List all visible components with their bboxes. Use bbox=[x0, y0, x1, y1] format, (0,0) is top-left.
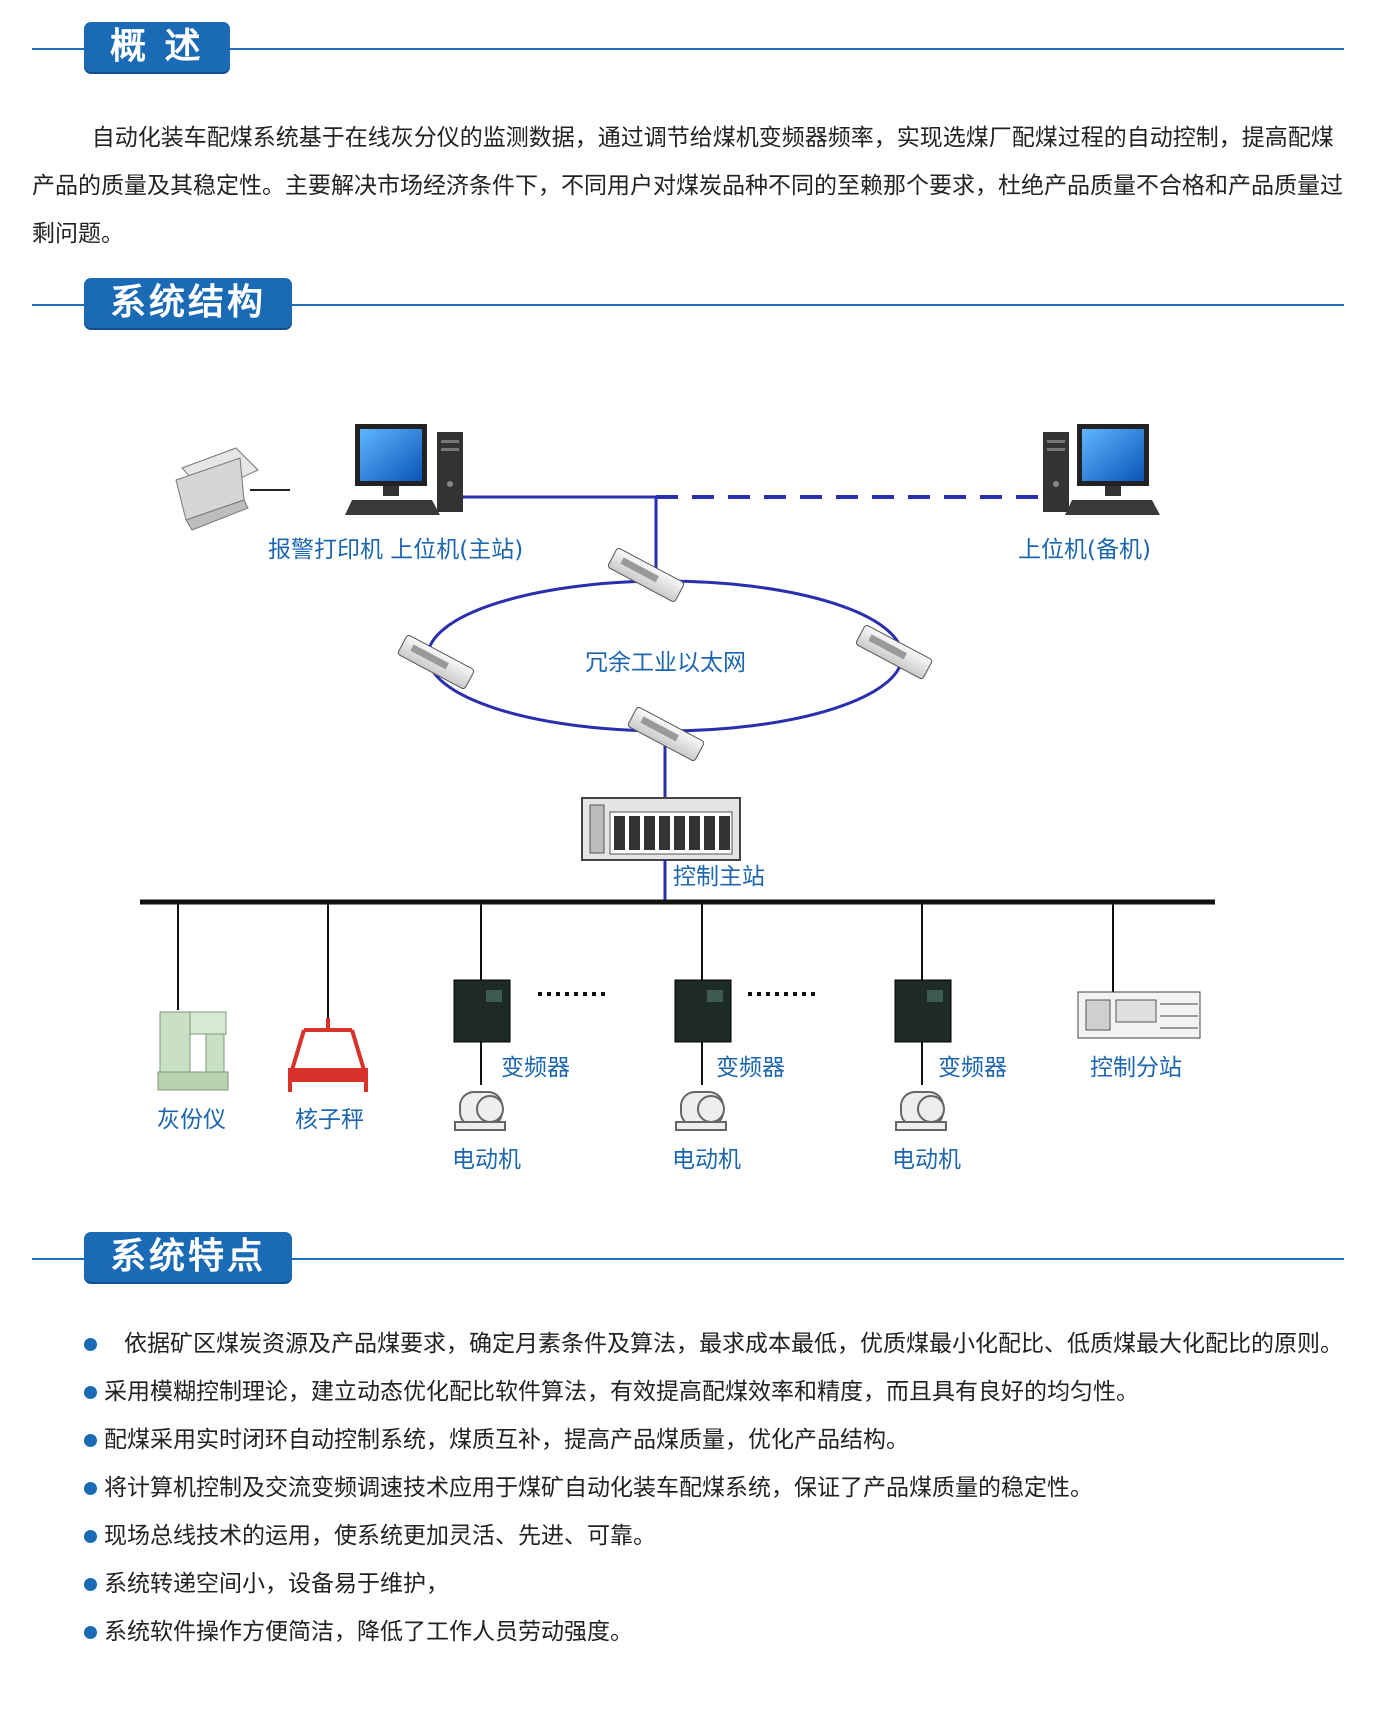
switch-icon-right bbox=[855, 625, 933, 679]
label-motor-3: 电动机 bbox=[892, 1147, 961, 1173]
feature-item: 现场总线技术的运用，使系统更加灵活、先进、可靠。 bbox=[32, 1512, 1344, 1560]
feature-item: 配煤采用实时闭环自动控制系统，煤质互补，提高产品煤质量，优化产品结构。 bbox=[32, 1416, 1344, 1464]
label-ash-analyzer: 灰份仪 bbox=[157, 1107, 226, 1133]
control-sub-station-icon bbox=[1077, 991, 1201, 1039]
label-vfd-3: 变频器 bbox=[938, 1055, 1007, 1081]
label-motor-2: 电动机 bbox=[672, 1147, 741, 1173]
header-rule bbox=[32, 1258, 1344, 1260]
section-header-features: 系统特点 bbox=[32, 1232, 1344, 1286]
switch-icon-left bbox=[397, 635, 475, 689]
label-nuclear-scale: 核子秤 bbox=[295, 1107, 364, 1133]
label-printer-master: 报警打印机 上位机(主站) bbox=[268, 537, 523, 563]
label-ring: 冗余工业以太网 bbox=[585, 650, 746, 676]
bullet-dot-icon bbox=[84, 1338, 97, 1351]
bullet-dot-icon bbox=[84, 1626, 97, 1639]
system-structure-diagram: 报警打印机 上位机(主站) 上位机(备机) 冗余工业以太网 控制主站 变频器 变… bbox=[140, 424, 1215, 1173]
nuclear-scale-icon bbox=[288, 1018, 368, 1092]
bullet-dot-icon bbox=[84, 1578, 97, 1591]
control-master-rack-icon bbox=[581, 797, 741, 861]
feature-item: 系统转递空间小，设备易于维护， bbox=[32, 1560, 1344, 1608]
bullet-dot-icon bbox=[84, 1530, 97, 1543]
switch-icon-bottom bbox=[627, 707, 705, 761]
switch-icon-top bbox=[607, 548, 685, 602]
label-vfd-1: 变频器 bbox=[501, 1055, 570, 1081]
bullet-dot-icon bbox=[84, 1434, 97, 1447]
label-motor-1: 电动机 bbox=[452, 1147, 521, 1173]
features-list: 依据矿区煤炭资源及产品煤要求，确定月素条件及算法，最求成本最低，优质煤最小化配比… bbox=[32, 1320, 1344, 1656]
label-control-master: 控制主站 bbox=[673, 864, 765, 890]
section-title-features: 系统特点 bbox=[84, 1232, 293, 1282]
alarm-printer-icon bbox=[175, 447, 259, 531]
feature-item: 采用模糊控制理论，建立动态优化配比软件算法，有效提高配煤效率和精度，而且具有良好… bbox=[32, 1368, 1344, 1416]
label-backup: 上位机(备机) bbox=[1018, 537, 1151, 563]
motor-icon-1 bbox=[454, 1091, 506, 1131]
bullet-dot-icon bbox=[84, 1386, 97, 1399]
feature-item: 依据矿区煤炭资源及产品煤要求，确定月素条件及算法，最求成本最低，优质煤最小化配比… bbox=[32, 1320, 1344, 1368]
vfd-icon-3 bbox=[894, 979, 952, 1085]
ash-analyzer-icon bbox=[157, 1011, 229, 1091]
section-title-overview: 概 述 bbox=[84, 22, 230, 72]
header-rule bbox=[32, 304, 1344, 306]
section-header-overview: 概 述 bbox=[32, 22, 1344, 76]
header-rule bbox=[32, 48, 1344, 50]
label-vfd-2: 变频器 bbox=[716, 1055, 785, 1081]
backup-computer-icon bbox=[1043, 424, 1160, 515]
bullet-dot-icon bbox=[84, 1482, 97, 1495]
vfd-icon-1 bbox=[453, 979, 511, 1085]
section-title-structure: 系统结构 bbox=[84, 278, 293, 328]
section-header-structure: 系统结构 bbox=[32, 278, 1344, 332]
vfd-icon-2 bbox=[674, 979, 732, 1085]
master-computer-icon bbox=[345, 424, 463, 515]
overview-paragraph: 自动化装车配煤系统基于在线灰分仪的监测数据，通过调节给煤机变频器频率，实现选煤厂… bbox=[32, 125, 1343, 247]
motor-icon-3 bbox=[895, 1091, 947, 1131]
feature-item: 将计算机控制及交流变频调速技术应用于煤矿自动化装车配煤系统，保证了产品煤质量的稳… bbox=[32, 1464, 1344, 1512]
label-sub-station: 控制分站 bbox=[1090, 1055, 1182, 1081]
motor-icon-2 bbox=[675, 1091, 727, 1131]
feature-item: 系统软件操作方便简洁，降低了工作人员劳动强度。 bbox=[32, 1608, 1344, 1656]
